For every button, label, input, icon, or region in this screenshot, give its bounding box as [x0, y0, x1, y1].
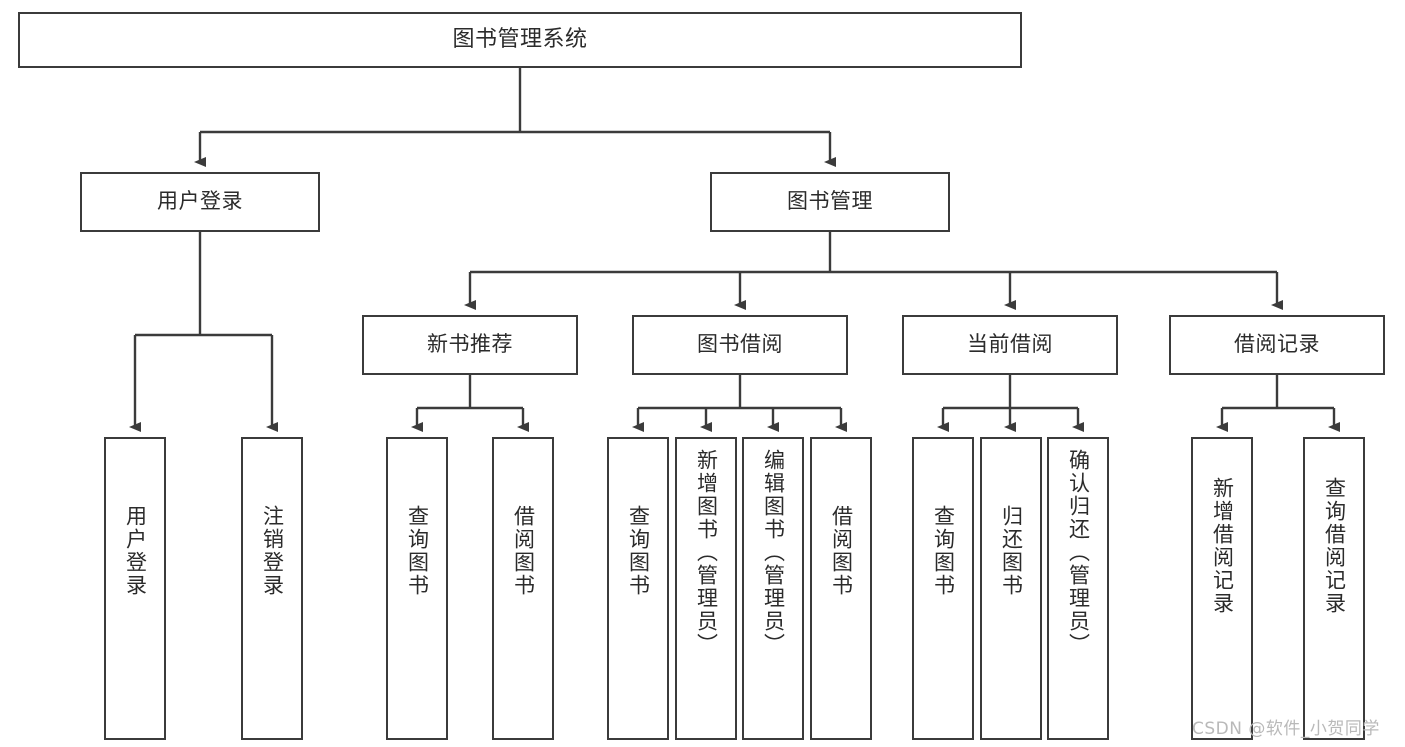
node-leaf-query-book-borrow[interactable]: 查询图书 [607, 437, 669, 740]
node-leaf-borrow-book[interactable]: 借阅图书 [810, 437, 872, 740]
node-user-login[interactable]: 用户登录 [80, 172, 320, 232]
node-leaf-logout[interactable]: 注销登录 [241, 437, 303, 740]
node-label: 查询图书 [626, 505, 651, 597]
node-label: 新增图书（管理员） [694, 449, 719, 656]
node-current-borrow[interactable]: 当前借阅 [902, 315, 1118, 375]
node-label: 编辑图书（管理员） [761, 449, 786, 656]
node-label: 用户登录 [157, 189, 243, 214]
node-leaf-query-book-current[interactable]: 查询图书 [912, 437, 974, 740]
node-leaf-confirm-return-admin[interactable]: 确认归还（管理员） [1047, 437, 1109, 740]
node-leaf-borrow-book-recommend[interactable]: 借阅图书 [492, 437, 554, 740]
node-label: 借阅图书 [511, 505, 536, 597]
watermark-text: CSDN @软件_小贺同学 [1192, 719, 1380, 739]
node-leaf-add-borrow-record[interactable]: 新增借阅记录 [1191, 437, 1253, 740]
node-label: 归还图书 [999, 505, 1024, 597]
node-label: 用户登录 [123, 505, 148, 597]
node-label: 图书管理 [787, 189, 873, 214]
node-leaf-query-borrow-record[interactable]: 查询借阅记录 [1303, 437, 1365, 740]
node-label: 确认归还（管理员） [1066, 449, 1091, 656]
node-label: 当前借阅 [967, 332, 1053, 357]
node-label: 新增借阅记录 [1210, 477, 1235, 615]
node-label: 借阅记录 [1234, 332, 1320, 357]
node-leaf-add-book-admin[interactable]: 新增图书（管理员） [675, 437, 737, 740]
node-book-management[interactable]: 图书管理 [710, 172, 950, 232]
node-leaf-user-login[interactable]: 用户登录 [104, 437, 166, 740]
node-label: 查询图书 [931, 505, 956, 597]
node-borrow-record[interactable]: 借阅记录 [1169, 315, 1385, 375]
node-label: 图书借阅 [697, 332, 783, 357]
node-label: 新书推荐 [427, 332, 513, 357]
node-leaf-edit-book-admin[interactable]: 编辑图书（管理员） [742, 437, 804, 740]
node-label: 注销登录 [260, 505, 285, 597]
node-new-book-recommend[interactable]: 新书推荐 [362, 315, 578, 375]
node-leaf-query-book-recommend[interactable]: 查询图书 [386, 437, 448, 740]
node-root-book-management-system[interactable]: 图书管理系统 [18, 12, 1022, 68]
node-label: 查询图书 [405, 505, 430, 597]
node-book-borrow[interactable]: 图书借阅 [632, 315, 848, 375]
node-label: 图书管理系统 [452, 26, 588, 52]
node-leaf-return-book[interactable]: 归还图书 [980, 437, 1042, 740]
node-label: 借阅图书 [829, 505, 854, 597]
node-label: 查询借阅记录 [1322, 477, 1347, 615]
